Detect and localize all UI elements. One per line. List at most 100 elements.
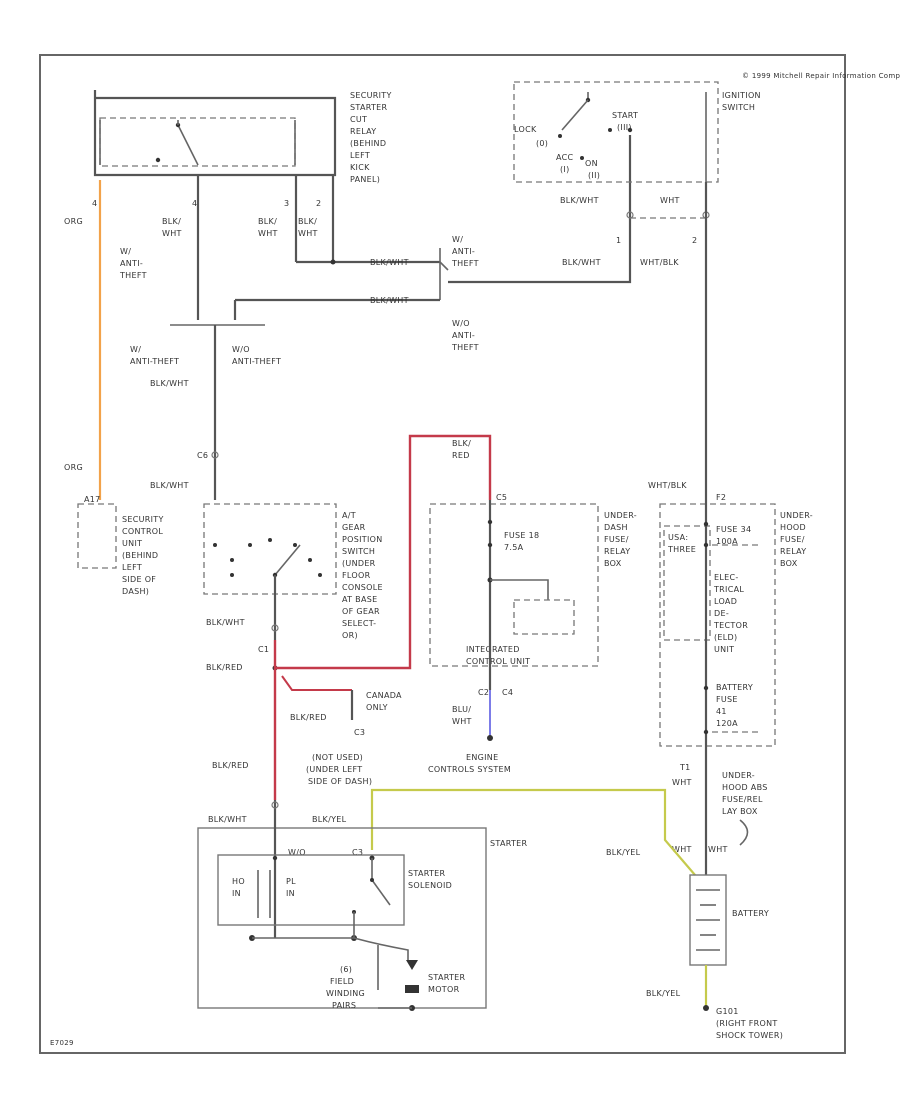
- copyright-text: © 1999 Mitchell Repair Information Compa…: [742, 72, 900, 80]
- svg-text:ORG: ORG: [64, 217, 83, 226]
- wire-blk-red-loop: [275, 434, 492, 670]
- svg-text:W/O: W/O: [288, 848, 306, 857]
- svg-text:4: 4: [192, 199, 197, 208]
- svg-text:(NOT USED): (NOT USED): [312, 753, 363, 762]
- svg-text:WHT: WHT: [672, 778, 692, 787]
- svg-text:UNIT: UNIT: [714, 645, 734, 654]
- svg-text:THEFT: THEFT: [119, 271, 147, 280]
- svg-text:ANTI-: ANTI-: [452, 331, 475, 340]
- svg-text:W/O: W/O: [452, 319, 470, 328]
- svg-text:OF GEAR: OF GEAR: [342, 607, 380, 616]
- svg-text:FUSE/: FUSE/: [780, 535, 805, 544]
- svg-text:STARTER: STARTER: [350, 103, 388, 112]
- svg-text:UNDER-: UNDER-: [780, 511, 813, 520]
- svg-text:FUSE/: FUSE/: [604, 535, 629, 544]
- svg-text:IN: IN: [286, 889, 295, 898]
- svg-text:FUSE 34: FUSE 34: [716, 525, 751, 534]
- svg-text:CANADA: CANADA: [366, 691, 402, 700]
- svg-text:DE-: DE-: [714, 609, 729, 618]
- svg-text:BLK/WHT: BLK/WHT: [370, 296, 409, 305]
- svg-text:41: 41: [716, 707, 727, 716]
- svg-text:SWITCH: SWITCH: [722, 103, 755, 112]
- svg-text:WHT: WHT: [162, 229, 182, 238]
- svg-text:LEFT: LEFT: [350, 151, 370, 160]
- svg-text:BLK/RED: BLK/RED: [212, 761, 249, 770]
- svg-text:BLK/WHT: BLK/WHT: [562, 258, 601, 267]
- svg-text:GEAR: GEAR: [342, 523, 366, 532]
- svg-text:FUSE 18: FUSE 18: [504, 531, 539, 540]
- svg-text:ACC: ACC: [556, 153, 574, 162]
- svg-text:THREE: THREE: [667, 545, 696, 554]
- svg-text:(UNDER LEFT: (UNDER LEFT: [306, 765, 362, 774]
- svg-text:IGNITION: IGNITION: [722, 91, 761, 100]
- svg-text:BOX: BOX: [604, 559, 622, 568]
- svg-text:(UNDER: (UNDER: [342, 559, 376, 568]
- svg-text:BLK/: BLK/: [452, 439, 471, 448]
- svg-text:CONTROL: CONTROL: [122, 527, 163, 536]
- svg-text:WHT: WHT: [298, 229, 318, 238]
- svg-text:G101: G101: [716, 1007, 739, 1016]
- svg-text:SIDE OF: SIDE OF: [122, 575, 156, 584]
- svg-text:START: START: [612, 111, 638, 120]
- svg-text:ANTI-: ANTI-: [452, 247, 475, 256]
- svg-text:(III): (III): [617, 123, 632, 132]
- svg-text:CONSOLE: CONSOLE: [342, 583, 383, 592]
- svg-text:4: 4: [92, 199, 97, 208]
- svg-text:STARTER: STARTER: [408, 869, 446, 878]
- svg-text:BLK/YEL: BLK/YEL: [312, 815, 347, 824]
- svg-text:ON: ON: [585, 159, 598, 168]
- svg-text:C3: C3: [354, 728, 365, 737]
- svg-text:BLK/RED: BLK/RED: [290, 713, 327, 722]
- svg-text:WHT: WHT: [708, 845, 728, 854]
- wire-blk-red-canada: [281, 675, 352, 691]
- svg-text:T1: T1: [679, 763, 691, 772]
- gear-position-switch: A/T GEAR POSITION SWITCH (UNDER FLOOR CO…: [203, 503, 383, 640]
- svg-text:ENGINE: ENGINE: [466, 753, 498, 762]
- svg-text:7.5A: 7.5A: [504, 543, 524, 552]
- svg-text:RELAY: RELAY: [780, 547, 807, 556]
- svg-text:WHT: WHT: [452, 717, 472, 726]
- svg-text:STARTER: STARTER: [490, 839, 528, 848]
- svg-text:RELAY: RELAY: [604, 547, 631, 556]
- svg-text:MOTOR: MOTOR: [428, 985, 460, 994]
- svg-text:UNDER-: UNDER-: [722, 771, 755, 780]
- battery: BATTERY: [689, 874, 769, 966]
- svg-text:BLK/: BLK/: [298, 217, 317, 226]
- svg-text:BLK/: BLK/: [258, 217, 277, 226]
- svg-text:(6): (6): [340, 965, 352, 974]
- svg-text:ORG: ORG: [64, 463, 83, 472]
- svg-text:WHT: WHT: [258, 229, 278, 238]
- svg-text:ANTI-THEFT: ANTI-THEFT: [232, 357, 281, 366]
- svg-text:CUT: CUT: [350, 115, 367, 124]
- svg-text:1: 1: [616, 236, 621, 245]
- svg-text:POSITION: POSITION: [342, 535, 383, 544]
- svg-text:RED: RED: [452, 451, 470, 460]
- svg-text:IN: IN: [232, 889, 241, 898]
- svg-text:DASH: DASH: [604, 523, 628, 532]
- svg-text:BATTERY: BATTERY: [716, 683, 753, 692]
- svg-text:INTEGRATED: INTEGRATED: [466, 645, 520, 654]
- svg-text:(RIGHT FRONT: (RIGHT FRONT: [716, 1019, 778, 1028]
- svg-text:TECTOR: TECTOR: [713, 621, 748, 630]
- security-control-unit: A17 SECURITY CONTROL UNIT (BEHIND LEFT S…: [77, 495, 163, 596]
- svg-text:BLK/WHT: BLK/WHT: [150, 481, 189, 490]
- svg-text:120A: 120A: [716, 719, 738, 728]
- svg-text:BLK/YEL: BLK/YEL: [646, 989, 681, 998]
- svg-text:F2: F2: [716, 493, 726, 502]
- svg-text:3: 3: [284, 199, 289, 208]
- svg-text:BLK/WHT: BLK/WHT: [560, 196, 599, 205]
- svg-text:BLK/WHT: BLK/WHT: [370, 258, 409, 267]
- svg-text:KICK: KICK: [350, 163, 370, 172]
- svg-text:100A: 100A: [716, 537, 738, 546]
- svg-text:BLK/WHT: BLK/WHT: [208, 815, 247, 824]
- svg-text:HOOD ABS: HOOD ABS: [722, 783, 768, 792]
- svg-text:BATTERY: BATTERY: [732, 909, 769, 918]
- svg-text:SWITCH: SWITCH: [342, 547, 375, 556]
- svg-text:A17: A17: [84, 495, 101, 504]
- svg-text:C3: C3: [352, 848, 363, 857]
- svg-text:FUSE/REL: FUSE/REL: [722, 795, 763, 804]
- svg-text:WINDING: WINDING: [326, 989, 365, 998]
- svg-text:FLOOR: FLOOR: [342, 571, 371, 580]
- svg-text:(II): (II): [588, 171, 600, 180]
